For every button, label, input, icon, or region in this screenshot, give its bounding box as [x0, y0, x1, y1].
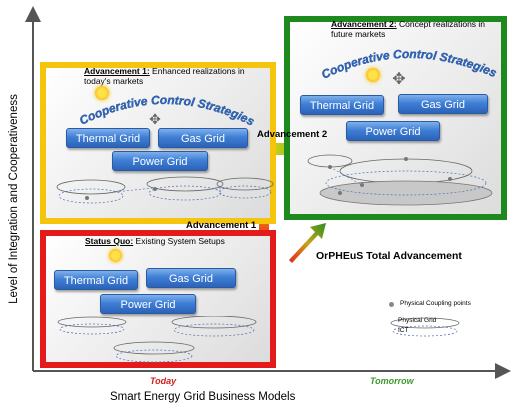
total-advancement-arrow: [289, 223, 326, 263]
advancement2-thermal-grid: Thermal Grid: [300, 95, 384, 115]
sun-icon: [95, 86, 109, 100]
advancement2-gas-grid: Gas Grid: [398, 94, 488, 114]
advancement2-title: Advancement 2: Concept realizations in f…: [331, 19, 496, 39]
advancement1-power-grid: Power Grid: [112, 151, 208, 171]
advancement2-ccs-arc: Cooperative Control Strategies: [319, 47, 499, 82]
advancement1-gas-grid: Gas Grid: [158, 128, 248, 148]
status-quo-gas-grid: Gas Grid: [146, 268, 236, 288]
status-quo-title-bold: Status Quo:: [85, 236, 134, 246]
advancement1-title-rest: Enhanced realizations in today's markets: [84, 66, 245, 86]
advancement1-arrow-label: Advancement 1: [186, 220, 257, 231]
legend-coupling-label: Physical Coupling points: [400, 300, 471, 307]
status-quo-title-rest: Existing System Setups: [133, 236, 225, 246]
x-axis-label: Smart Energy Grid Business Models: [110, 391, 296, 403]
status-quo-title: Status Quo: Existing System Setups: [85, 236, 265, 246]
wind-turbine-icon: ✥: [149, 111, 161, 127]
advancement2-title-bold: Advancement 2:: [331, 19, 397, 29]
tomorrow-label: Tomorrow: [370, 376, 414, 386]
coupling-point-icon: [389, 302, 394, 307]
wind-turbine-icon: ✥: [392, 71, 406, 88]
sun-icon: [366, 68, 380, 82]
status-quo-network: [57, 316, 257, 363]
advancement2-arrow-label: Advancement 2: [257, 129, 328, 140]
legend-ict-label: ICT: [398, 327, 409, 334]
advancement2-power-grid: Power Grid: [346, 121, 440, 141]
today-label: Today: [150, 376, 177, 386]
status-quo-power-grid: Power Grid: [100, 294, 196, 314]
advancement1-title: Advancement 1: Enhanced realizations in …: [84, 66, 262, 86]
status-quo-thermal-grid: Thermal Grid: [54, 270, 138, 290]
advancement1-network: [56, 176, 274, 204]
advancement1-thermal-grid: Thermal Grid: [66, 128, 150, 148]
legend-grid-icon: [390, 317, 460, 337]
advancement2-ccs-text: Cooperative Control Strategies: [319, 47, 499, 82]
sun-icon: [109, 249, 122, 262]
advancement2-title-rest: Concept realizations in future markets: [331, 19, 486, 39]
y-axis-label: Level of Integration and Cooperativeness: [8, 94, 20, 304]
advancement1-title-bold: Advancement 1:: [84, 66, 150, 76]
advancement1-ccs-arc: Cooperative Control Strategies: [77, 93, 257, 129]
legend-physical-grid-label: Physical Grid: [398, 317, 437, 324]
advancement2-network: [307, 154, 493, 206]
svg-text:Cooperative Control Strategies: Cooperative Control Strategies: [319, 47, 499, 82]
total-advancement-label: OrPHEuS Total Advancement: [316, 250, 462, 262]
